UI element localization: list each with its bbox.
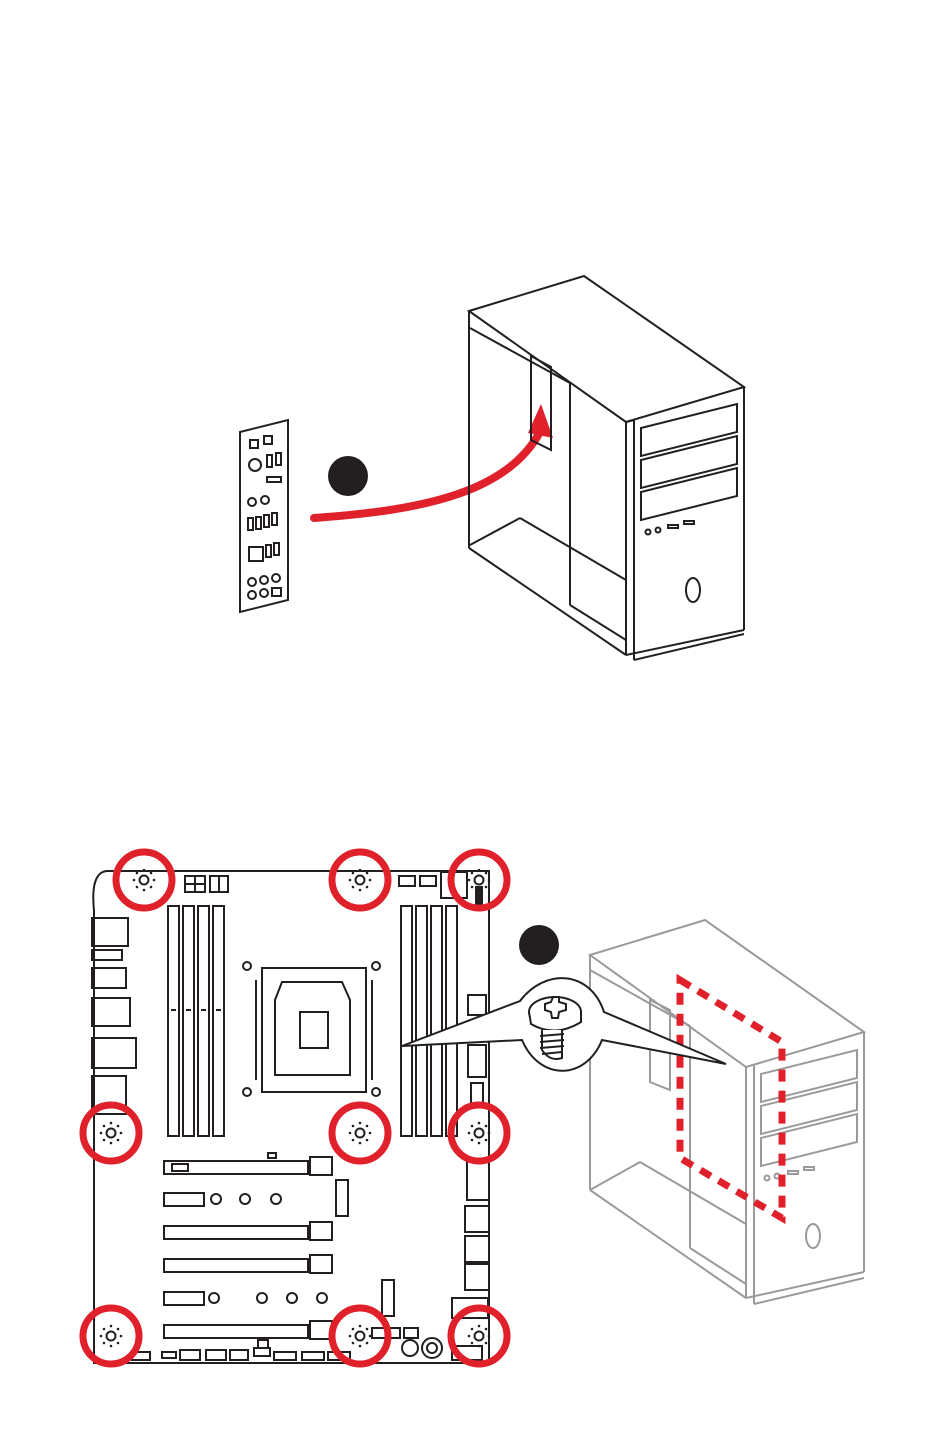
screw-ring xyxy=(332,852,388,908)
pc-case-bottom xyxy=(590,920,864,1304)
standoff-hole-icon xyxy=(100,1325,123,1348)
screw-ring xyxy=(83,1308,139,1364)
standoff-hole-icon xyxy=(349,1122,372,1145)
screw-ring xyxy=(332,1308,388,1364)
standoff-hole-icon xyxy=(468,1122,491,1145)
screw-ring xyxy=(451,1105,507,1161)
standoff-hole-icon xyxy=(133,869,156,892)
standoff-hole-icon xyxy=(349,869,372,892)
standoff-hole-icon xyxy=(349,1325,372,1348)
standoff-hole-icon xyxy=(100,1122,123,1145)
motherboard xyxy=(92,871,489,1363)
screw-ring xyxy=(332,1105,388,1161)
standoff-hole-icon xyxy=(468,1325,491,1348)
screw-ring xyxy=(451,1308,507,1364)
step-1-badge xyxy=(328,456,368,496)
io-shield xyxy=(240,420,288,612)
screw-ring xyxy=(116,852,172,908)
motherboard-position-outline xyxy=(680,980,782,1218)
screw-location-rings xyxy=(83,852,507,1364)
step-2-badge xyxy=(519,925,559,965)
